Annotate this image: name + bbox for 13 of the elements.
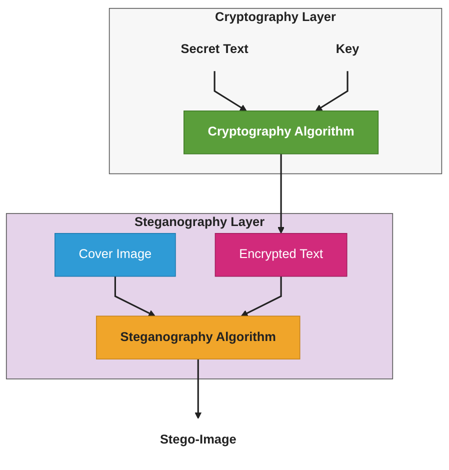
arrow [195, 359, 202, 419]
arrow [316, 71, 349, 112]
node-text: Secret Text [181, 42, 249, 56]
arrow [114, 276, 156, 316]
arrow [241, 276, 282, 316]
node-box: Encrypted Text [215, 233, 348, 277]
node-box: Cryptography Algorithm [184, 110, 380, 154]
node-text: Key [336, 42, 360, 56]
arrow [214, 71, 248, 112]
arrow [278, 154, 286, 234]
node-text: Stego-Image [160, 432, 237, 447]
node-box: Cover Image [55, 233, 176, 277]
node-box: Steganography Algorithm [96, 316, 301, 360]
